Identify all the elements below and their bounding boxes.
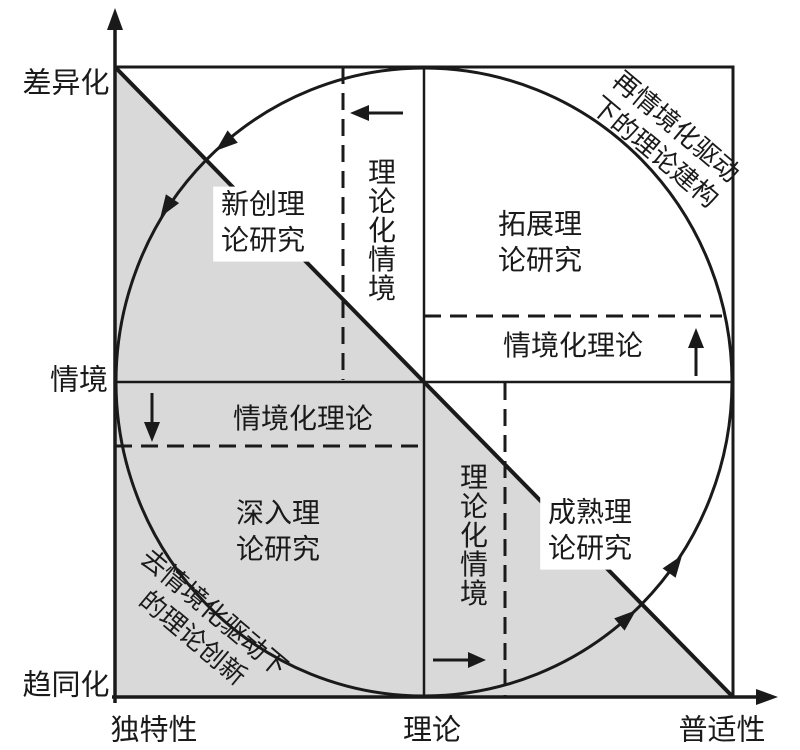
up-arrow-icon [688, 328, 704, 348]
quadrant-label-mature-theory: 成熟理论研究 [540, 494, 640, 570]
right-arrow-icon [468, 652, 486, 668]
down-arrow-icon [144, 422, 160, 442]
band-label-contextualized-theory-upper: 情境化理论 [502, 331, 644, 363]
quadrant-label-extended-theory: 拓展理论研究 [497, 209, 582, 277]
band-label-theorizing-context-upper: 理论化情境 [364, 157, 395, 303]
y-axis-label-top: 差异化 [22, 67, 110, 100]
y-axis-label-bottom: 趋同化 [22, 669, 110, 702]
guide-arrow-shafts [150, 111, 698, 662]
x-axis-label-right: 普适性 [678, 714, 766, 747]
quadrant-label-deepened-theory: 深入理论研究 [235, 498, 320, 566]
flow-arrowhead-right-icon [662, 555, 683, 578]
quadrant-label-new-theory: 新创理论研究 [213, 186, 313, 262]
arrowheads [107, 8, 778, 705]
flow-arrowhead-lower-icon [614, 610, 637, 631]
band-label-theorizing-context-lower: 理论化情境 [456, 462, 487, 608]
y-axis-label-middle: 情境 [49, 364, 109, 397]
x-axis-arrowhead-icon [756, 689, 778, 705]
y-axis-arrowhead-icon [107, 8, 123, 30]
dashed-guides [115, 67, 722, 697]
flow-arrowhead-upper-icon [215, 130, 238, 151]
x-axis-label-middle: 理论 [402, 714, 462, 747]
band-label-contextualized-theory-lower: 情境化理论 [232, 404, 374, 436]
left-arrow-icon [350, 105, 369, 121]
flow-arrowhead-left-icon [160, 194, 180, 217]
line-work [112, 22, 762, 703]
x-axis-label-left: 独特性 [110, 714, 198, 747]
